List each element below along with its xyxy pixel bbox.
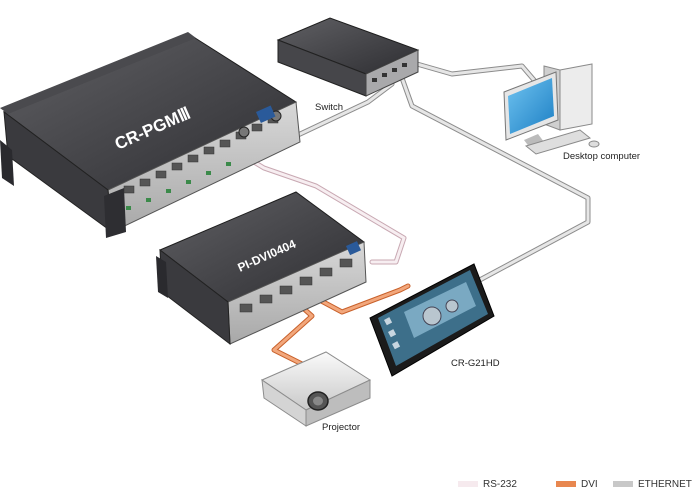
switch-label: Switch [315, 102, 343, 113]
desktop-computer-label: Desktop computer [563, 151, 641, 162]
pi-dvi-device [156, 191, 367, 346]
legend-ethernet-label: ETHERNET [638, 478, 692, 490]
touch-panel [369, 263, 495, 377]
projector-label: Projector [322, 422, 361, 433]
cr-pgm-device [0, 32, 301, 238]
legend-ethernet: ETHERNET [613, 478, 692, 490]
touch-panel-label: CR-G21HD [451, 358, 500, 369]
switch-device [276, 17, 420, 97]
legend-rs232-label: RS-232 [483, 478, 517, 490]
rs232-swatch [458, 481, 478, 487]
projector-device [260, 351, 372, 427]
rs232-cable [231, 147, 407, 265]
ethernet-swatch [613, 481, 633, 487]
legend-rs232: RS-232 [458, 478, 517, 490]
legend-dvi-label: DVI [581, 478, 598, 490]
desktop-computer [503, 63, 600, 155]
legend-dvi: DVI [556, 478, 598, 490]
dvi-swatch [556, 481, 576, 487]
